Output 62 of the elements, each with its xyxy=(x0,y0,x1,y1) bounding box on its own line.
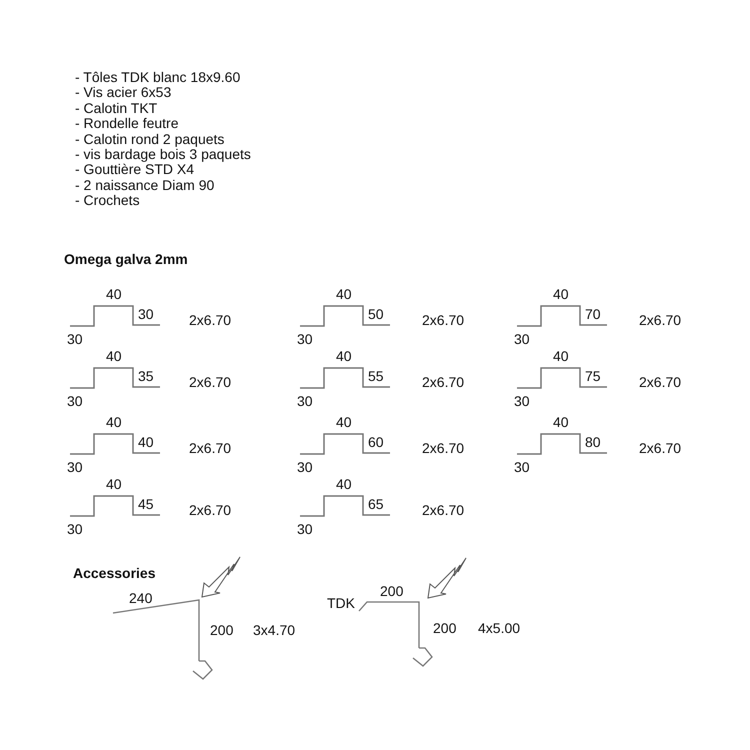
part-label: TDK xyxy=(327,595,355,611)
dimension-label: 60 xyxy=(368,434,384,450)
dimension-label: 30 xyxy=(297,459,313,475)
dimension-label: 30 xyxy=(138,306,154,322)
dimension-label: 35 xyxy=(138,368,154,384)
dimension-label: 240 xyxy=(129,590,152,606)
dimension-label: 50 xyxy=(368,306,384,322)
dimension-label: 40 xyxy=(336,476,352,492)
dimension-label: 40 xyxy=(138,434,154,450)
dimension-label: 80 xyxy=(585,434,601,450)
dimension-label: 30 xyxy=(514,393,530,409)
dimension-label: 30 xyxy=(297,331,313,347)
dimension-label: 30 xyxy=(297,521,313,537)
dimension-label: 30 xyxy=(67,459,83,475)
list-item: - Vis acier 6x53 xyxy=(75,84,172,100)
dimension-label: 40 xyxy=(106,348,122,364)
quantity-label: 2x6.70 xyxy=(422,312,464,328)
dimension-label: 30 xyxy=(67,521,83,537)
dimension-label: 40 xyxy=(553,348,569,364)
section-heading: Accessories xyxy=(73,565,156,581)
section-heading: Omega galva 2mm xyxy=(64,251,188,267)
quantity-label: 2x6.70 xyxy=(422,440,464,456)
quantity-label: 2x6.70 xyxy=(422,374,464,390)
list-item: - Calotin rond 2 paquets xyxy=(75,130,224,147)
dimension-label: 55 xyxy=(368,368,384,384)
quantity-label: 2x6.70 xyxy=(189,374,232,390)
dimension-label: 30 xyxy=(514,331,530,347)
dimension-label: 40 xyxy=(106,476,122,492)
quantity-label: 2x6.70 xyxy=(189,312,232,328)
dimension-label: 200 xyxy=(210,622,234,638)
list-item: - Calotin TKT xyxy=(75,100,158,116)
quantity-label: 2x6.70 xyxy=(639,440,682,456)
dimension-label: 40 xyxy=(106,414,122,430)
dimension-label: 40 xyxy=(553,414,569,430)
dimension-label: 40 xyxy=(106,286,122,302)
quantity-label: 2x6.70 xyxy=(189,440,232,456)
quantity-label: 4x5.00 xyxy=(478,620,520,636)
dimension-label: 30 xyxy=(297,393,313,409)
dimension-label: 70 xyxy=(585,306,601,322)
dimension-label: 30 xyxy=(514,459,530,475)
quantity-label: 3x4.70 xyxy=(253,622,296,638)
dimension-label: 40 xyxy=(336,414,352,430)
dimension-label: 200 xyxy=(433,620,456,636)
list-item: - vis bardage bois 3 paquets xyxy=(75,146,251,162)
list-item: - Crochets xyxy=(75,192,140,208)
dimension-label: 65 xyxy=(368,496,384,512)
dimension-label: 30 xyxy=(67,393,83,409)
dimension-label: 30 xyxy=(67,331,83,347)
dimension-label: 40 xyxy=(553,286,569,302)
list-item: - Tôles TDK blanc 18x9.60 xyxy=(75,69,240,85)
quantity-label: 2x6.70 xyxy=(639,374,682,390)
dimension-label: 40 xyxy=(336,286,352,302)
dimension-label: 45 xyxy=(138,496,154,512)
dimension-label: 200 xyxy=(380,583,404,599)
list-item: - 2 naissance Diam 90 xyxy=(75,176,214,193)
quantity-label: 2x6.70 xyxy=(422,502,464,518)
dimension-label: 40 xyxy=(336,348,352,364)
quantity-label: 2x6.70 xyxy=(189,502,232,518)
list-item: - Rondelle feutre xyxy=(75,115,179,132)
list-item: - Gouttière STD X4 xyxy=(75,161,194,178)
dimension-label: 75 xyxy=(585,368,601,384)
quantity-label: 2x6.70 xyxy=(639,312,682,328)
